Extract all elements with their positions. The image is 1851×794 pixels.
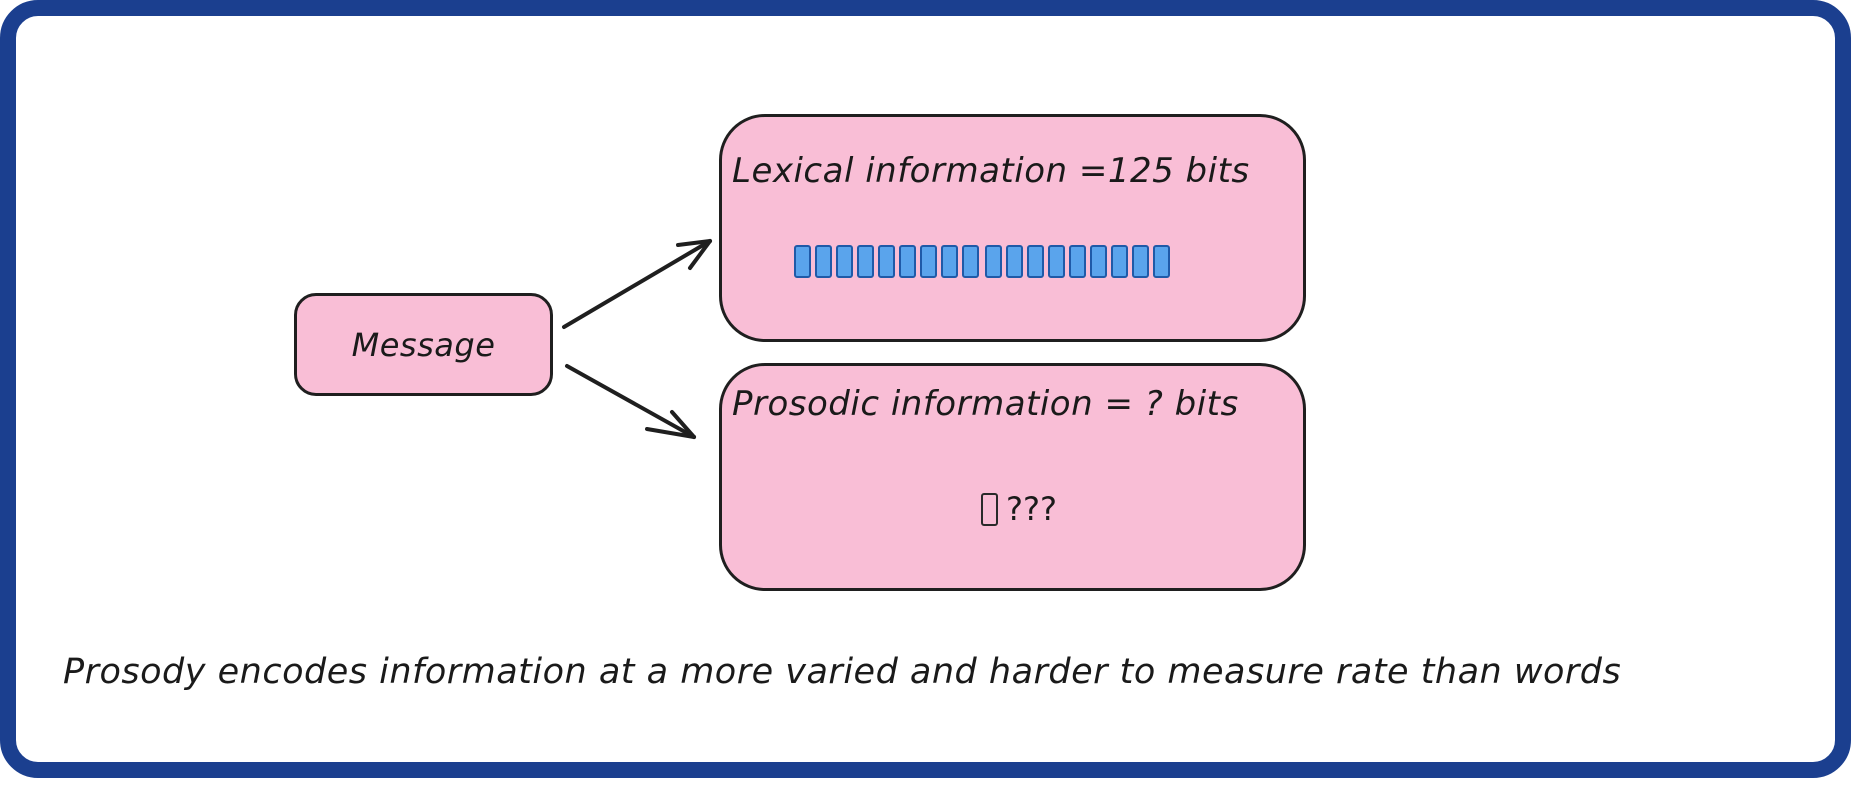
lexical-information-node: Lexical information =125 bits — [719, 114, 1306, 342]
diagram-caption: Prosody encodes information at a more va… — [63, 652, 1622, 692]
bit-block — [794, 245, 811, 278]
bit-block — [962, 245, 979, 278]
unknown-bits-text: ??? — [1006, 490, 1057, 528]
bit-block — [920, 245, 937, 278]
bit-block — [985, 245, 1002, 278]
bit-block — [1048, 245, 1065, 278]
bit-block — [878, 245, 895, 278]
bit-block — [857, 245, 874, 278]
bit-block — [1132, 245, 1149, 278]
bit-group-2 — [985, 245, 1170, 278]
lexical-bits-row — [794, 245, 1170, 278]
prosodic-information-title: Prosodic information = ? bits — [732, 384, 1239, 424]
prosodic-unknown-row: ??? — [981, 490, 1057, 528]
bit-block — [899, 245, 916, 278]
diagram-frame: Message Lexical information =125 bits — [0, 0, 1851, 778]
unknown-bit-block — [981, 492, 998, 526]
bit-block — [1090, 245, 1107, 278]
bit-block — [1153, 245, 1170, 278]
message-label: Message — [351, 325, 496, 364]
bit-block — [1027, 245, 1044, 278]
arrow-message-to-lexical — [562, 239, 712, 329]
bit-block — [836, 245, 853, 278]
bit-block — [1111, 245, 1128, 278]
bit-block — [941, 245, 958, 278]
bit-block — [1006, 245, 1023, 278]
bit-block — [1069, 245, 1086, 278]
message-node: Message — [294, 293, 553, 396]
arrow-message-to-prosodic — [565, 364, 696, 439]
bit-block — [815, 245, 832, 278]
prosodic-information-node: Prosodic information = ? bits ??? — [719, 363, 1306, 591]
lexical-information-title: Lexical information =125 bits — [732, 151, 1250, 191]
bit-group-1 — [794, 245, 979, 278]
